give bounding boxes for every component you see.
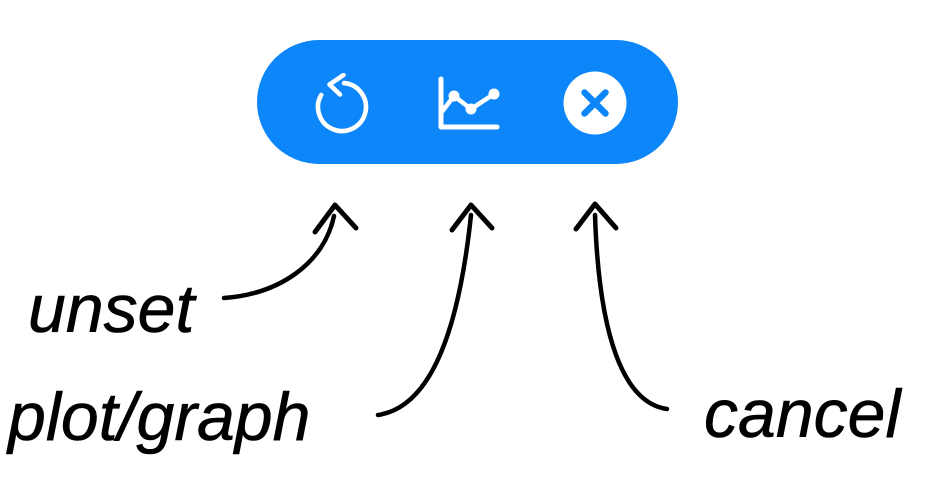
undo-icon bbox=[315, 73, 369, 134]
cancel-button[interactable] bbox=[563, 71, 627, 135]
unset-button[interactable] bbox=[310, 73, 374, 137]
arrow-to-plot-graph-button bbox=[375, 202, 495, 418]
annotation-label-cancel: cancel bbox=[704, 376, 901, 452]
annotation-label-unset: unset bbox=[28, 271, 195, 347]
arrow-to-cancel-button bbox=[573, 201, 670, 412]
toolbar-pill bbox=[257, 40, 678, 164]
arrow-to-unset-button bbox=[221, 202, 359, 301]
line-chart-icon bbox=[438, 76, 500, 130]
close-circle-icon bbox=[563, 71, 627, 135]
plot-graph-button[interactable] bbox=[436, 72, 500, 136]
annotation-label-plot-graph: plot/graph bbox=[8, 379, 311, 455]
